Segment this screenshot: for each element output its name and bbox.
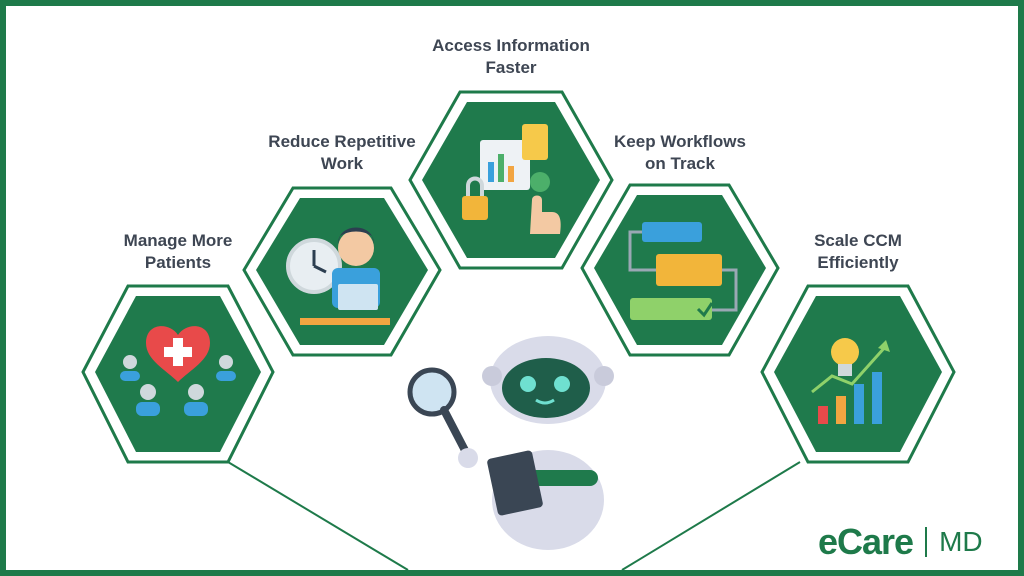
heart-people-icon: [120, 326, 236, 416]
label-line: Keep Workflows: [614, 132, 746, 151]
hex-workflows: [580, 183, 780, 357]
hex-reduce-work: [242, 186, 442, 357]
logo-suffix: MD: [939, 526, 983, 557]
label-line: Efficiently: [817, 253, 899, 272]
label-manage-patients: Manage More Patients: [83, 230, 273, 274]
document-lock-icon: [462, 124, 561, 234]
label-reduce-work: Reduce Repetitive Work: [242, 131, 442, 175]
logo-brand: eCare: [818, 521, 914, 562]
label-line: Reduce Repetitive: [268, 132, 416, 151]
ecare-md-logo: eCare MD: [818, 521, 983, 562]
clock-worker-icon: [286, 227, 390, 325]
robot-illustration: [407, 336, 614, 550]
label-line: Work: [320, 154, 364, 173]
label-access-info: Access Information Faster: [410, 35, 612, 79]
label-line: Manage More: [123, 231, 233, 250]
label-workflows: Keep Workflows on Track: [580, 131, 780, 175]
label-line: Access Information: [432, 36, 590, 55]
lightbulb-growth-icon: [811, 338, 890, 424]
hex-scale-ccm: [760, 284, 956, 464]
label-line: Patients: [144, 253, 212, 272]
hex-access-info: [408, 90, 614, 270]
connector-line-right: [621, 461, 801, 571]
label-scale-ccm: Scale CCM Efficiently: [762, 230, 954, 274]
connector-line-left: [227, 461, 409, 571]
label-line: Faster: [485, 58, 537, 77]
workflow-icon: [628, 222, 738, 320]
label-line: on Track: [645, 154, 715, 173]
hex-manage-patients: [81, 284, 275, 464]
logo-divider: [925, 527, 928, 557]
label-line: Scale CCM: [814, 231, 902, 250]
